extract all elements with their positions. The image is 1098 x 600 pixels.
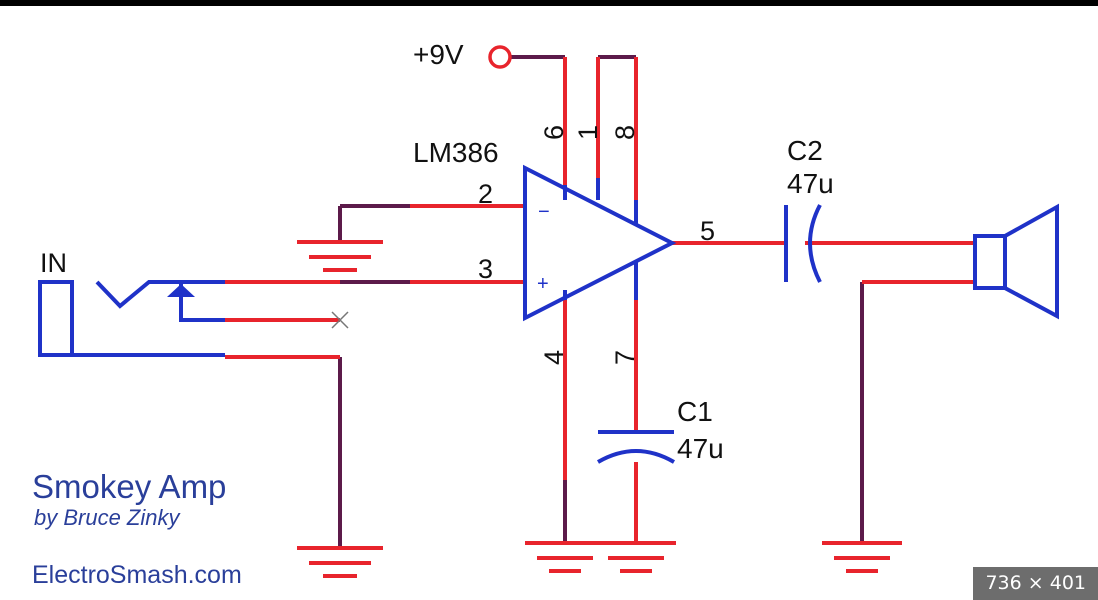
- ground-pin2: [297, 240, 383, 272]
- lm386-opamp: [523, 164, 677, 322]
- pin-5-label: 5: [700, 216, 715, 246]
- chip-label: LM386: [413, 137, 499, 168]
- top-bar: [0, 0, 1098, 6]
- speaker: [973, 203, 1059, 320]
- no-connect-marker: [331, 311, 349, 329]
- pin-6-label: 6: [539, 125, 569, 140]
- pin-3-label: 3: [478, 254, 493, 284]
- supply-terminal: [488, 45, 512, 69]
- dark-wires: [338, 55, 864, 548]
- pin-4-label: 4: [539, 350, 569, 365]
- jack-switch-arrow: [167, 284, 195, 297]
- supply-label: +9V: [413, 39, 464, 70]
- pin-8-label: 8: [610, 125, 640, 140]
- opamp-minus-sign: −: [538, 201, 550, 223]
- c1-capacitor: [596, 430, 676, 464]
- pin-1-label: 1: [573, 125, 603, 140]
- pin-7-label: 7: [610, 350, 640, 365]
- c1-name: C1: [677, 396, 713, 427]
- author: by Bruce Zinky: [34, 505, 181, 530]
- c2-capacitor: [784, 204, 822, 283]
- image-size-badge: 736 × 401: [973, 567, 1098, 600]
- title: Smokey Amp: [32, 468, 226, 505]
- input-jack: [38, 280, 225, 357]
- ground-jack: [297, 546, 383, 578]
- opamp-plus-sign: +: [537, 273, 549, 295]
- ground-symbols: [297, 240, 902, 578]
- c2-value: 47u: [787, 168, 834, 199]
- input-label: IN: [40, 248, 67, 278]
- ground-speaker: [822, 541, 902, 573]
- c2-name: C2: [787, 135, 823, 166]
- ground-c1: [596, 541, 676, 573]
- pin-2-label: 2: [478, 179, 493, 209]
- c1-value: 47u: [677, 433, 724, 464]
- website: ElectroSmash.com: [32, 561, 242, 589]
- ground-pin4: [525, 541, 605, 573]
